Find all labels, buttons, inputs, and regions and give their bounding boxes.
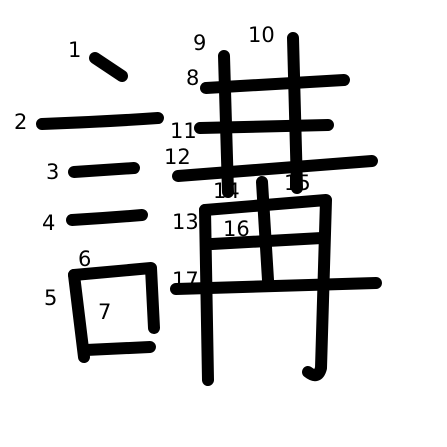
stroke-11: [194, 119, 334, 134]
stroke-2: [36, 112, 164, 130]
stroke-number-16: 16: [223, 217, 250, 241]
stroke-15: [256, 176, 274, 286]
stroke-number-12: 12: [164, 145, 191, 169]
stroke-number-17: 17: [172, 268, 199, 292]
stroke-14: [199, 194, 332, 382]
stroke-number-10: 10: [248, 23, 275, 47]
stroke-3: [68, 162, 140, 178]
stroke-6: [68, 262, 160, 334]
stroke-1: [89, 52, 128, 82]
stroke-number-4: 4: [42, 211, 55, 235]
stroke-number-2: 2: [14, 110, 27, 134]
stroke-number-13: 13: [172, 210, 199, 234]
stroke-number-8: 8: [186, 66, 199, 90]
stroke-17: [170, 277, 382, 295]
stroke-number-7: 7: [98, 300, 111, 324]
stroke-13: [199, 204, 214, 386]
strokes: [36, 32, 382, 386]
stroke-numbers: 1 2 3 4 5 6 7 8 9 10 11 12 13 14 15 16 1…: [14, 23, 311, 324]
stroke-5: [68, 269, 90, 363]
stroke-number-14: 14: [213, 179, 240, 203]
stroke-number-9: 9: [193, 31, 206, 55]
stroke-number-6: 6: [78, 247, 91, 271]
stroke-number-3: 3: [46, 160, 59, 184]
stroke-16: [206, 232, 328, 250]
stroke-7: [80, 341, 156, 356]
stroke-number-11: 11: [170, 119, 197, 143]
stroke-number-1: 1: [68, 38, 81, 62]
stroke-number-5: 5: [44, 286, 57, 310]
stroke-12: [172, 155, 378, 182]
stroke-4: [66, 209, 148, 226]
stroke-number-15: 15: [284, 171, 311, 195]
